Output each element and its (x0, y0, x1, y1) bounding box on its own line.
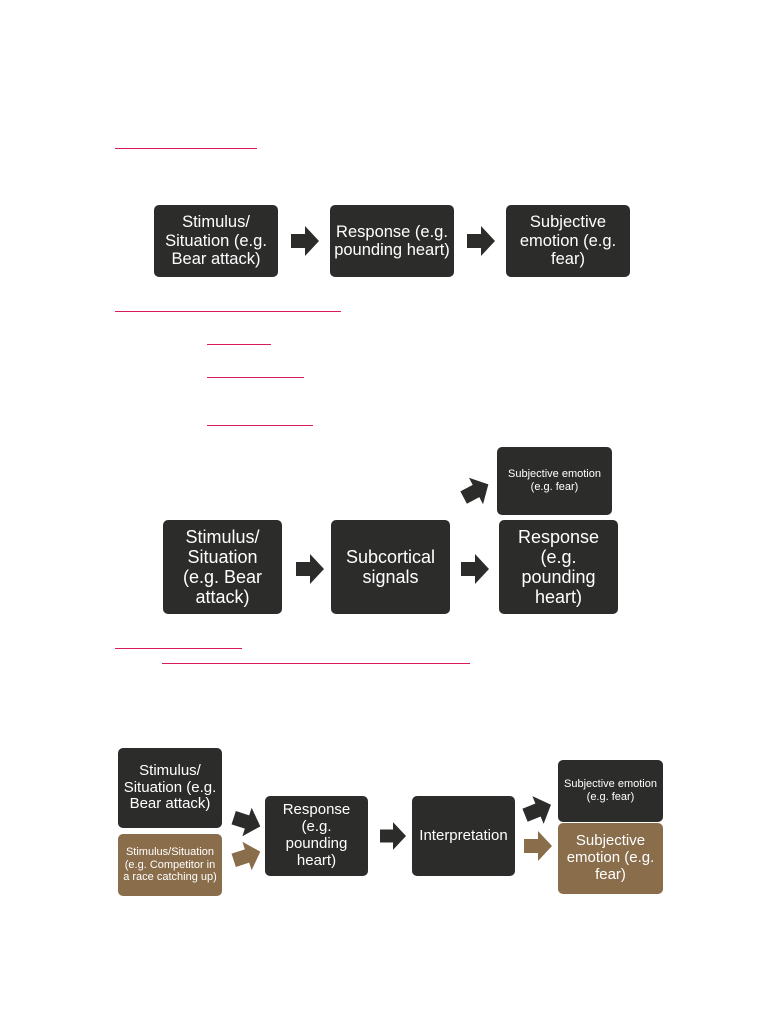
arrow-diagonal-icon (522, 796, 551, 824)
response-label: Response (e.g. pounding heart) (282, 801, 351, 869)
arrow-right-icon (296, 554, 324, 584)
arrow-diagonal-icon (460, 477, 489, 505)
emotion-dark-label: Subjective emotion (e.g. fear) (564, 778, 657, 803)
arrow-right-icon (291, 226, 319, 256)
emotion-label: Subjective emotion (e.g. fear) (519, 213, 617, 269)
subcortical-box: Subcortical signals (331, 520, 450, 614)
emotion-brown-label: Subjective emotion (e.g. fear) (566, 832, 655, 883)
arrow-diagonal-brown-icon (231, 841, 261, 871)
emotion-box: Subjective emotion (e.g. fear) (506, 205, 630, 277)
underline-6 (115, 648, 242, 649)
response-box: Response (e.g. pounding heart) (265, 796, 368, 876)
subcortical-label: Subcortical signals (345, 546, 436, 587)
arrow-right-brown-icon (524, 831, 552, 861)
interpretation-box: Interpretation (412, 796, 515, 876)
arrow-right-icon (467, 226, 495, 256)
stimulus-dark-box: Stimulus/ Situation (e.g. Bear attack) (118, 748, 222, 828)
emotion-dark-box: Subjective emotion (e.g. fear) (558, 760, 663, 822)
stimulus-box: Stimulus/ Situation (e.g. Bear attack) (154, 205, 278, 277)
stimulus-label: Stimulus/ Situation (e.g. Bear attack) (165, 213, 267, 269)
interpretation-label: Interpretation (419, 826, 508, 844)
underline-4 (207, 377, 304, 378)
underline-5 (207, 425, 313, 426)
stimulus-brown-box: Stimulus/Situation (e.g. Competitor in a… (118, 834, 222, 896)
stimulus-box: Stimulus/ Situation (e.g. Bear attack) (163, 520, 282, 614)
emotion-small-label: Subjective emotion (e.g. fear) (508, 468, 601, 493)
arrow-right-icon (380, 822, 406, 850)
emotion-small-box: Subjective emotion (e.g. fear) (497, 447, 612, 515)
response-box: Response (e.g. pounding heart) (330, 205, 454, 277)
response-label: Response (e.g. pounding heart) (517, 526, 600, 608)
underline-7 (162, 663, 470, 664)
underline-3 (207, 344, 271, 345)
underline-1 (115, 148, 257, 149)
underline-2 (115, 311, 341, 312)
emotion-brown-box: Subjective emotion (e.g. fear) (558, 823, 663, 894)
arrow-diagonal-icon (231, 807, 261, 837)
response-box: Response (e.g. pounding heart) (499, 520, 618, 614)
arrow-right-icon (461, 554, 489, 584)
stimulus-dark-label: Stimulus/ Situation (e.g. Bear attack) (123, 761, 217, 813)
stimulus-label: Stimulus/ Situation (e.g. Bear attack) (182, 526, 263, 608)
response-label: Response (e.g. pounding heart) (334, 222, 450, 259)
stimulus-brown-label: Stimulus/Situation (e.g. Competitor in a… (123, 846, 217, 884)
